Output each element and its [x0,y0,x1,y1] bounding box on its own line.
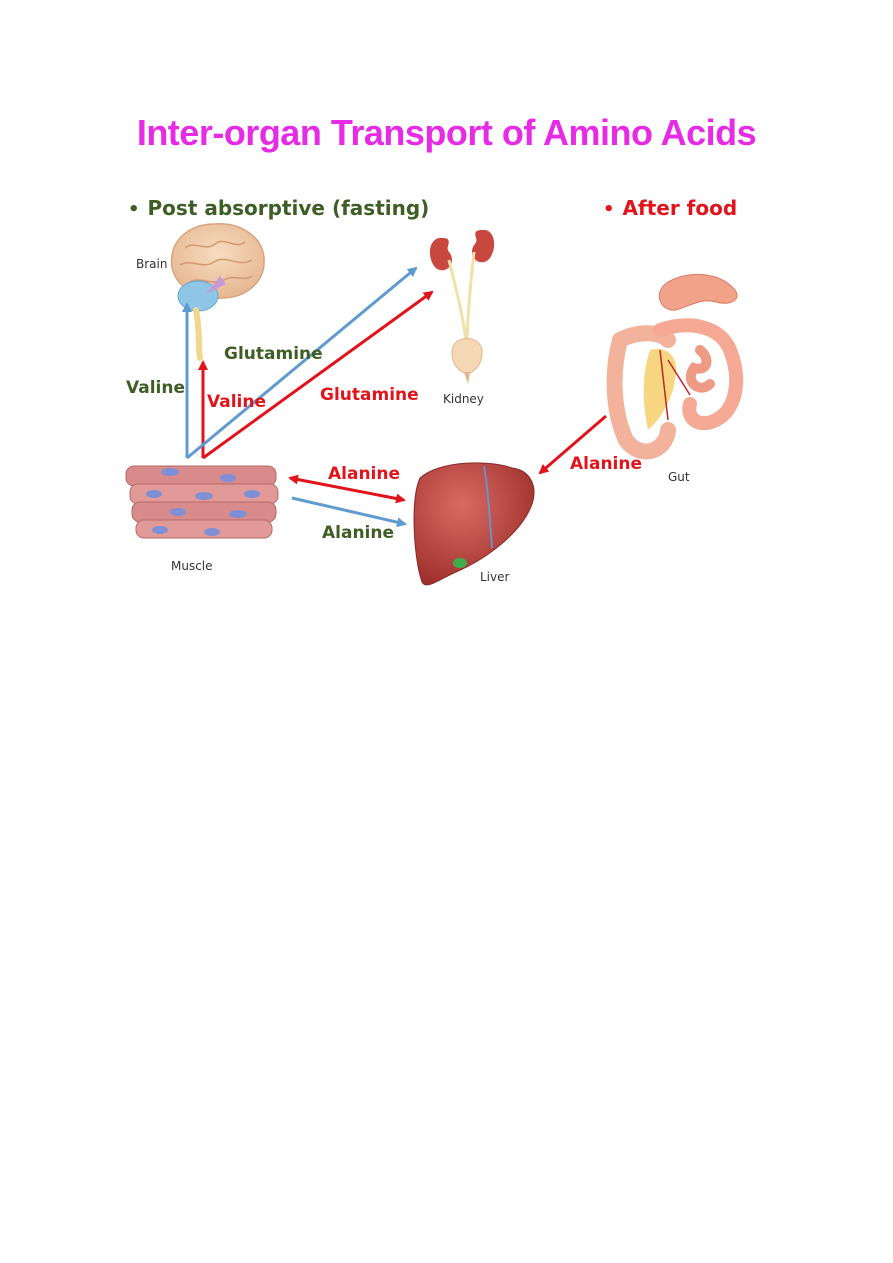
page-title: Inter-organ Transport of Amino Acids [136,112,757,153]
bullet-dot: • [603,199,615,220]
arrow-alanine-red-bidirectional [288,474,406,504]
brain-icon [170,223,265,361]
label-valine-blue: Valine [126,378,185,398]
section-fasting: • Post absorptive (fasting) [128,196,429,220]
organ-label-muscle: Muscle [171,559,213,573]
arrow-glutamine-blue [186,266,418,460]
arrow-alanine-gut-liver [538,414,607,475]
label-valine-red: Valine [207,392,266,412]
liver-icon [413,462,535,586]
section-fed: • After food [603,196,737,220]
organ-label-brain: Brain [136,257,168,271]
section-fed-label: After food [622,196,738,220]
organ-label-kidney: Kidney [443,392,484,406]
section-fasting-label: Post absorptive (fasting) [147,196,430,220]
kidney-icon [429,229,495,384]
organ-label-liver: Liver [480,570,510,584]
label-glutamine-green: Glutamine [224,344,323,364]
arrow-alanine-blue [291,496,407,528]
label-alanine-red: Alanine [328,464,401,484]
label-glutamine-red: Glutamine [320,385,419,405]
organ-label-gut: Gut [668,470,690,484]
label-alanine-green: Alanine [322,523,395,543]
muscle-icon [125,465,279,539]
gut-icon [606,273,744,460]
bullet-dot: • [128,199,140,220]
label-alanine-gut: Alanine [570,454,643,474]
arrow-glutamine-red [202,290,434,460]
